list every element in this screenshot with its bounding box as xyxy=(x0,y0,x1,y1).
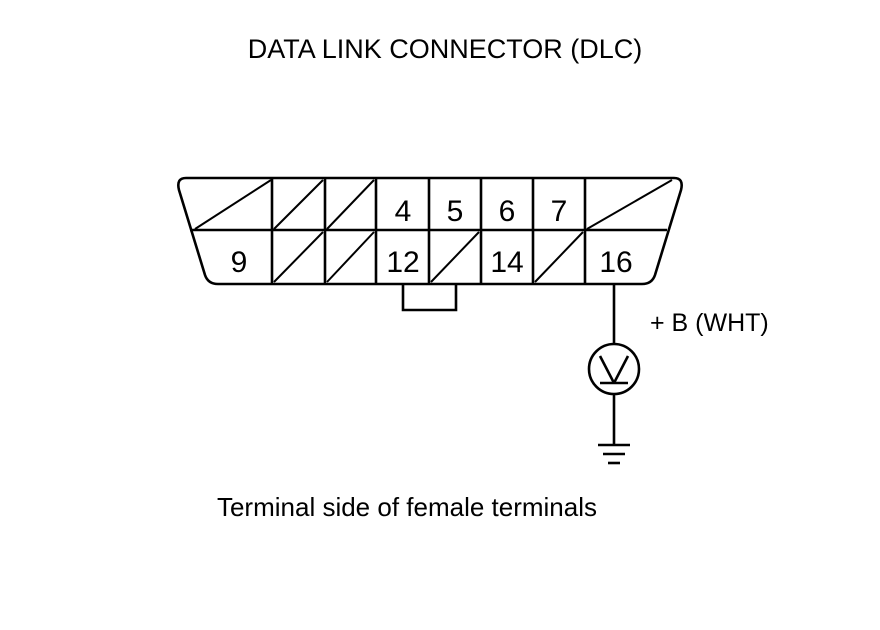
unused-cavity-slash xyxy=(326,179,375,230)
unused-cavity-slash xyxy=(194,179,272,230)
pin-label: 6 xyxy=(499,195,516,228)
wire-label: + B (WHT) xyxy=(650,309,769,337)
diagram-title: DATA LINK CONNECTOR (DLC) xyxy=(248,34,643,64)
unused-cavity-slash xyxy=(326,231,375,283)
unused-cavity-slash xyxy=(430,231,480,283)
connector-outline xyxy=(177,176,683,286)
pin-label: 14 xyxy=(490,246,523,279)
pin-label: 16 xyxy=(599,246,632,279)
voltmeter-icon xyxy=(587,342,641,396)
pin-label: 5 xyxy=(447,195,464,228)
unused-cavity-slash xyxy=(273,179,324,230)
pin-label: 7 xyxy=(551,195,568,228)
pin-labels: 4 5 6 7 9 12 14 16 xyxy=(231,195,633,279)
locking-tab xyxy=(401,284,458,312)
unused-cavity-slash xyxy=(586,179,673,230)
pin-label: 9 xyxy=(231,246,248,279)
ground-icon xyxy=(598,443,630,465)
connector-body xyxy=(177,176,683,312)
pin-label: 4 xyxy=(395,195,412,228)
pin-label: 12 xyxy=(386,246,419,279)
unused-cavity-slash xyxy=(273,231,324,283)
diagram-caption: Terminal side of female terminals xyxy=(217,492,597,522)
unused-cavity-slash xyxy=(534,231,584,283)
